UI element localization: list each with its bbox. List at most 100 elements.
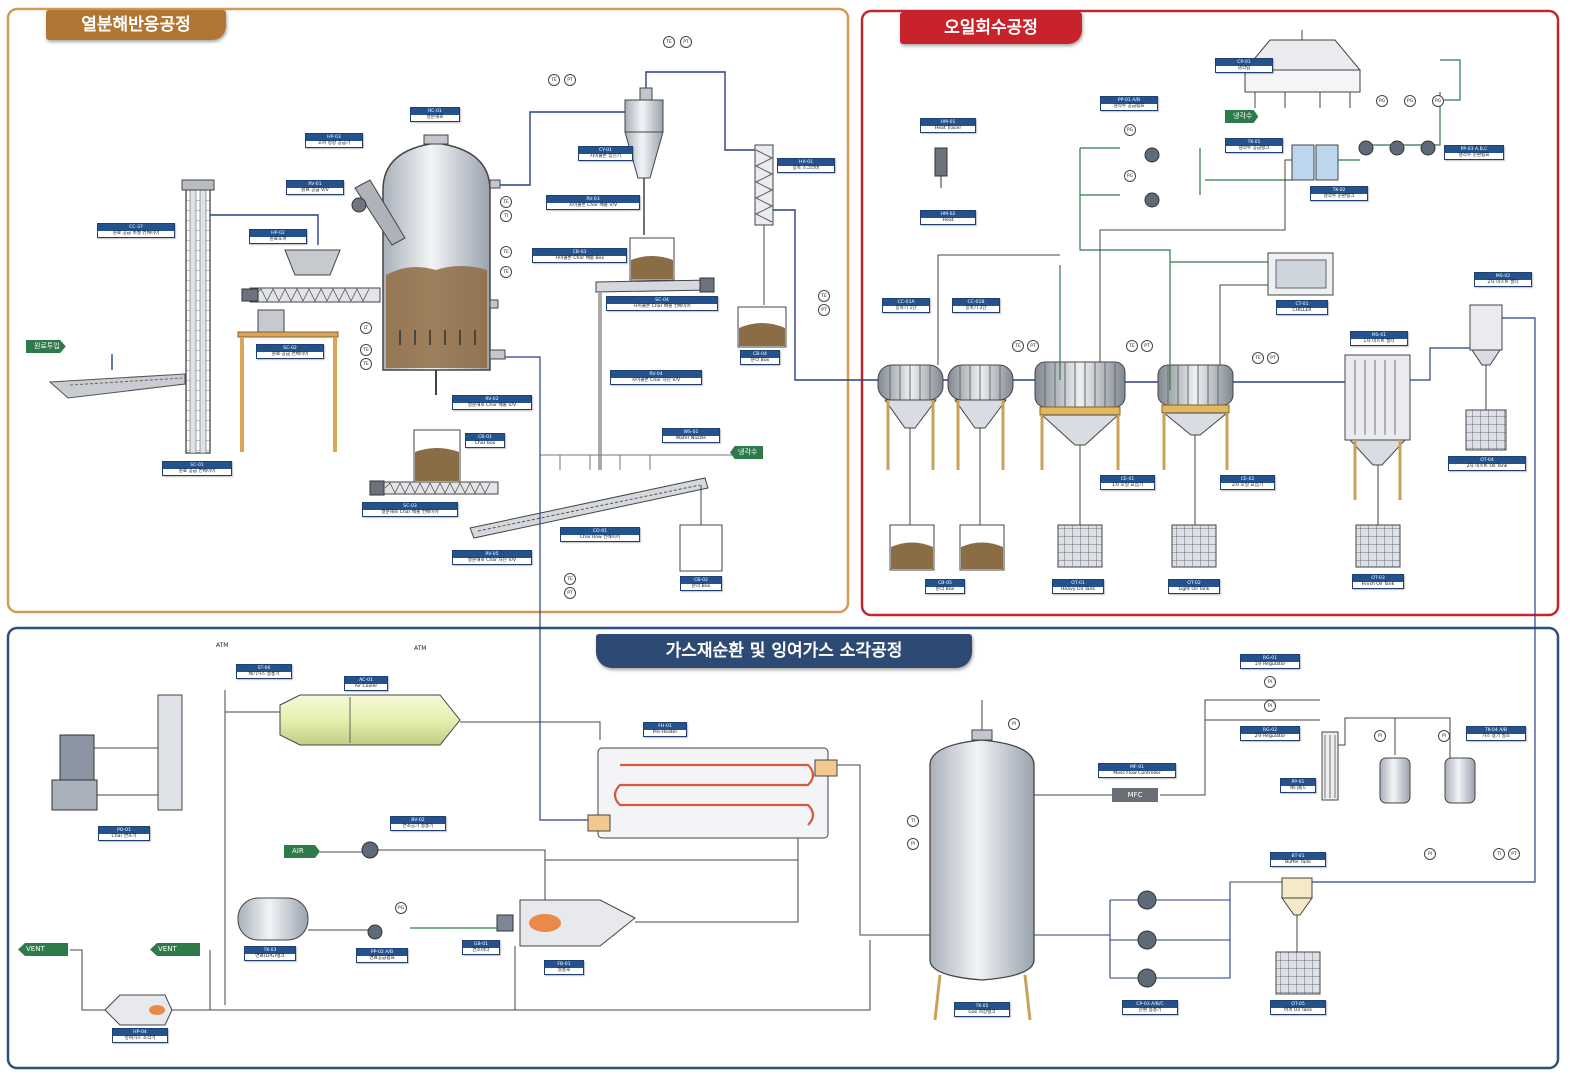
feed-input-tag: 원료투입 bbox=[26, 340, 66, 353]
feed-conveyor bbox=[48, 354, 186, 399]
instrument-pg-5: PG bbox=[1124, 170, 1136, 182]
atm-label-1: ATM bbox=[216, 642, 229, 649]
instrument-te-9: TE bbox=[564, 573, 576, 585]
instrument-pt-2: PT bbox=[564, 74, 576, 86]
instrument-pg-3: PG bbox=[1432, 95, 1444, 107]
instrument-pt-8: PT bbox=[1508, 848, 1520, 860]
instrument-te-6: TE bbox=[360, 344, 372, 356]
cooling-water-tag-2: 냉각수 bbox=[1225, 110, 1259, 123]
instrument-te-5: TE bbox=[500, 266, 512, 278]
instrument-te-10: TE bbox=[1012, 340, 1024, 352]
instrument-pt-1: PT bbox=[680, 36, 692, 48]
air-tag: AIR bbox=[284, 845, 320, 858]
pre-heater bbox=[544, 747, 930, 936]
instrument-te-1: TE bbox=[663, 36, 675, 48]
instrument-te-12: TE bbox=[1252, 352, 1264, 364]
cyclone bbox=[624, 71, 755, 235]
scrubber bbox=[754, 144, 870, 381]
instrument-lt-1: LT bbox=[360, 322, 372, 334]
pyrolysis-reactor bbox=[382, 134, 506, 395]
oil-section-frame bbox=[860, 9, 1560, 617]
instrument-te-8: TE bbox=[818, 290, 830, 302]
instrument-pt-3: PT bbox=[818, 304, 830, 316]
cooling-tower bbox=[1243, 30, 1362, 108]
cooling-water-tag-1: 냉각수 bbox=[730, 446, 764, 459]
instrument-te-2: TE bbox=[548, 74, 560, 86]
instrument-pt-5: PT bbox=[1027, 340, 1039, 352]
mist-filter-1 bbox=[1344, 347, 1475, 500]
instrument-pt-4: PT bbox=[564, 587, 576, 599]
section-title-oil-recovery: 오일회수공정 bbox=[900, 12, 1082, 44]
feed-hopper bbox=[237, 249, 381, 452]
gas-section-frame bbox=[6, 626, 1560, 1070]
instrument-pi-4: PI bbox=[1264, 676, 1276, 688]
oil-collector-2 bbox=[1157, 364, 1234, 470]
instrument-pg-4: PG bbox=[1124, 124, 1136, 136]
vent-tag-2: VENT bbox=[150, 943, 200, 956]
condenser-1 bbox=[877, 364, 944, 470]
instrument-pi-2: PI bbox=[907, 838, 919, 850]
instrument-pi-3: PI bbox=[1424, 848, 1436, 860]
gas-storage-tank bbox=[929, 700, 1035, 1021]
section-title-pyrolysis: 열분해반응공정 bbox=[46, 10, 226, 40]
instrument-ti-3: TI bbox=[1493, 848, 1505, 860]
bucket-elevator bbox=[181, 179, 319, 454]
instrument-ti-2: TI bbox=[907, 815, 919, 827]
instrument-pg-6: PG bbox=[395, 902, 407, 914]
instrument-pt-7: PT bbox=[1267, 352, 1279, 364]
air-cooler bbox=[224, 690, 601, 1005]
vent-tag-1: VENT bbox=[18, 943, 68, 956]
mfc-box: MFC bbox=[1112, 788, 1158, 802]
